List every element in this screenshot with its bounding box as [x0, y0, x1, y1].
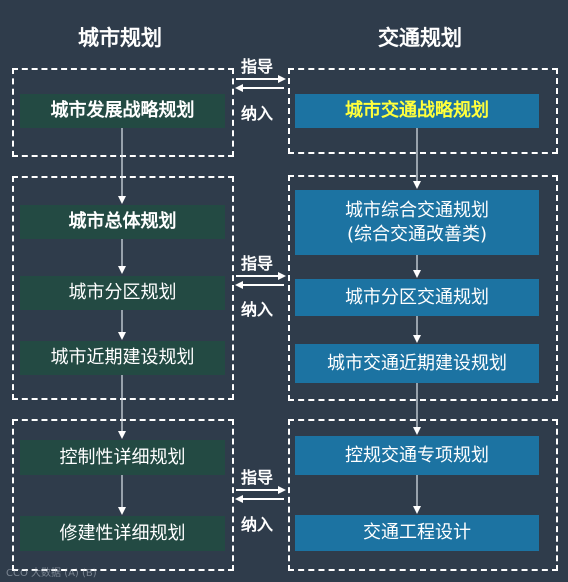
urban-transport-strategy-node: 城市交通战略规划	[295, 94, 539, 128]
traffic-engineering-design-node: 交通工程设计	[295, 515, 539, 551]
left-group-planning	[12, 176, 234, 400]
incorporate-label-bottom: 纳入	[241, 515, 274, 534]
city-near-term-plan-node: 城市近期建设规划	[20, 341, 225, 375]
guide-label-top: 指导	[241, 57, 274, 76]
left-column-title: 城市规划	[78, 26, 162, 50]
comprehensive-transport-plan-title: 城市综合交通规划	[345, 200, 489, 222]
city-district-plan-node: 城市分区规划	[20, 276, 225, 310]
right-group-detailed	[288, 419, 558, 571]
right-column-title: 交通规划	[378, 26, 462, 50]
watermark: CCO 大数据 (A) (B)	[6, 568, 97, 579]
guide-label-middle: 指导	[241, 254, 274, 273]
incorporate-label-middle: 纳入	[241, 300, 274, 319]
city-master-plan-node: 城市总体规划	[20, 205, 225, 239]
left-group-detailed	[12, 419, 234, 571]
left-group-strategy	[12, 68, 234, 157]
incorporate-label-top: 纳入	[241, 104, 274, 123]
comprehensive-transport-plan-node: 城市综合交通规划 (综合交通改善类)	[295, 190, 539, 255]
comprehensive-transport-plan-subtitle: (综合交通改善类)	[346, 223, 488, 245]
right-group-planning	[288, 175, 558, 401]
city-development-strategy-node: 城市发展战略规划	[20, 94, 225, 128]
district-transport-plan-node: 城市分区交通规划	[295, 279, 539, 316]
guide-label-bottom: 指导	[241, 468, 274, 487]
near-term-transport-plan-node: 城市交通近期建设规划	[295, 344, 539, 383]
constructive-detailed-plan-node: 修建性详细规划	[20, 516, 225, 551]
right-group-strategy	[288, 68, 558, 154]
regulatory-transport-special-plan-node: 控规交通专项规划	[295, 436, 539, 475]
regulatory-detailed-plan-node: 控制性详细规划	[20, 440, 225, 475]
